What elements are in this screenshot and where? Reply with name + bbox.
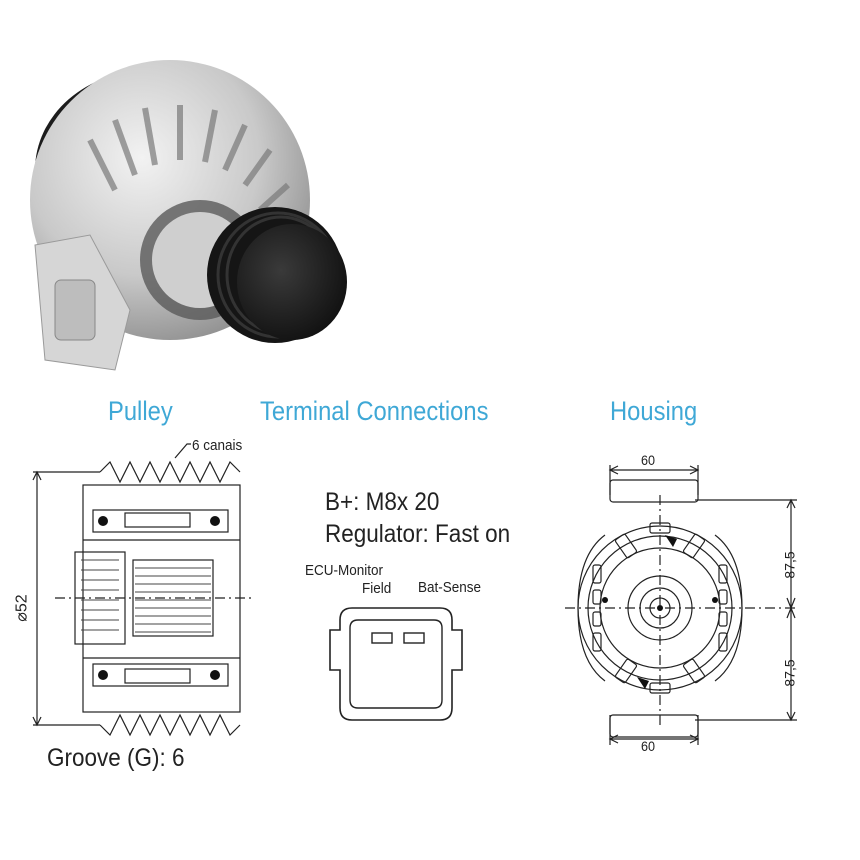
- terminal-connections-heading: Terminal Connections: [260, 396, 489, 426]
- pulley-heading: Pulley: [108, 396, 173, 426]
- housing-dim-bottom: 60: [641, 738, 656, 754]
- housing-dim-right-upper: 87,5: [781, 551, 798, 579]
- housing-drawing: [565, 465, 797, 745]
- pin-field: Field: [362, 580, 392, 597]
- pulley-diameter-label: ⌀52: [13, 594, 31, 622]
- connector-drawing: [329, 607, 463, 721]
- alternator-photo: [30, 60, 347, 371]
- pin-ecu-monitor: ECU-Monitor: [305, 562, 384, 579]
- b-plus-terminal: B+: M8x 20: [325, 488, 440, 516]
- pin-bat-sense: Bat-Sense: [418, 579, 482, 596]
- housing-dim-right-lower: 87,5: [781, 659, 798, 687]
- regulator-terminal: Regulator: Fast on: [325, 520, 511, 548]
- grooves-note: 6 canais: [192, 437, 243, 454]
- housing-heading: Housing: [610, 396, 698, 426]
- groove-count: Groove (G): 6: [47, 744, 185, 772]
- pulley-drawing: [32, 443, 255, 737]
- housing-dim-top: 60: [641, 452, 656, 468]
